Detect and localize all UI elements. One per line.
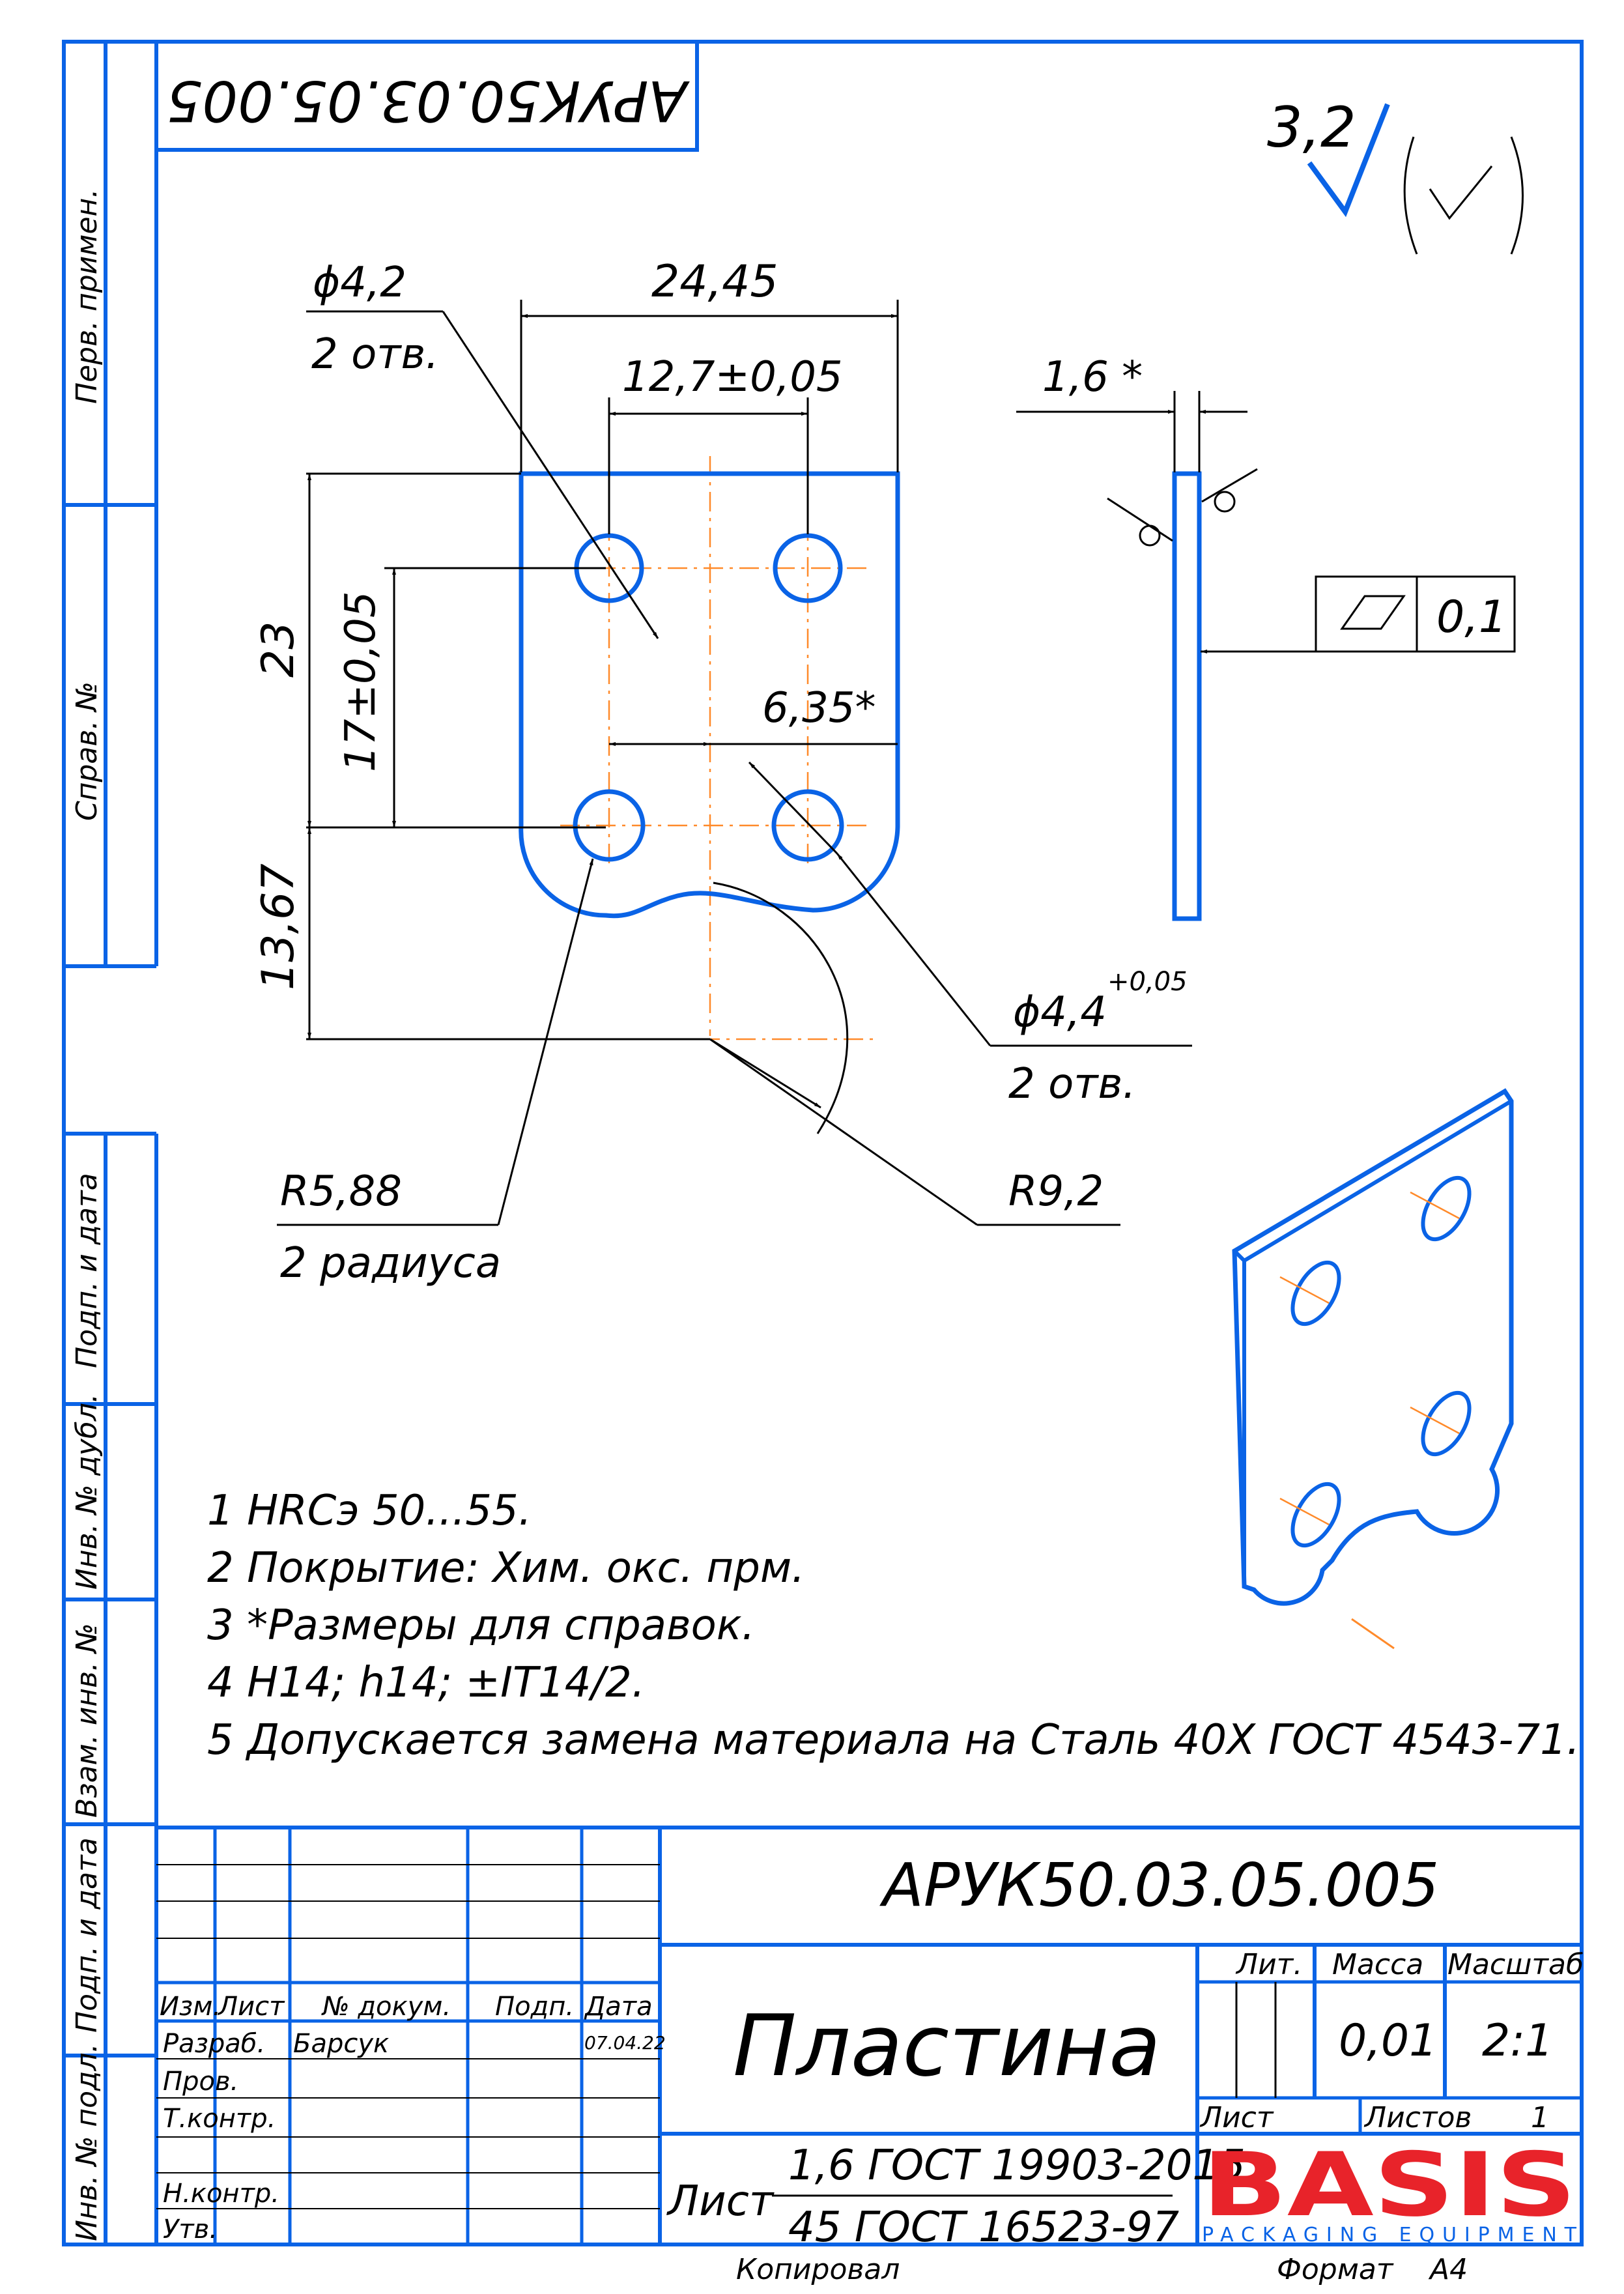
hdr-date: Дата [584, 1992, 653, 2022]
material-bottom: 45 ГОСТ 16523-97 [788, 2203, 1179, 2252]
side-label-vzam-inv: Взам. инв. № [70, 1623, 104, 1818]
footer-format: A4 [1428, 2253, 1468, 2286]
roughness-value: 3,2 [1267, 95, 1356, 160]
side-label-inv-dubl: Инв. № дубл. [70, 1394, 104, 1590]
hdr-izm: Изм. [160, 1992, 221, 2022]
logo-name: BASIS [1202, 2134, 1576, 2236]
dim-hole-bottom-tol: +0,05 [1107, 967, 1188, 997]
dim-hole-bottom: ϕ4,4 [1013, 988, 1107, 1037]
note-5: 5 Допускается замена материала на Сталь … [207, 1716, 1580, 1764]
top-designation: АРУК50.03.05.005 [167, 68, 691, 133]
side-label-podp-data-1: Подп. и дата [70, 1173, 104, 1368]
material-prefix: Лист [666, 2177, 775, 2226]
roughness-symbol: 3,2 [1267, 95, 1524, 255]
basis-logo: BASIS PACKAGING EQUIPMENT [1202, 2134, 1577, 2246]
dim-radius-small: R5,88 [280, 1168, 402, 1216]
title-name: Пластина [733, 1996, 1161, 2095]
scale-value: 2:1 [1482, 2015, 1553, 2067]
title-block: Изм. Лист № докум. Подп. Дата Разраб. Ба… [156, 1826, 1584, 2252]
sheet-label: Лист [1199, 2101, 1274, 2134]
side-label-inv-podl: Инв. № подл. [70, 2043, 104, 2241]
dimensions: 24,45 12,7±0,05 ϕ4,2 2 отв. 23 17±0,05 6… [253, 256, 1192, 1287]
row-razrab: Разраб. [163, 2029, 265, 2059]
title-designation: АРУК50.03.05.005 [879, 1850, 1439, 1920]
dim-hole-top-count: 2 отв. [311, 330, 439, 379]
note-2: 2 Покрытие: Хим. окс. прм. [207, 1544, 805, 1592]
sheet-frame [62, 40, 1584, 2246]
lit-label: Лит. [1235, 1948, 1302, 1981]
dim-thickness: 1,6 * [1042, 353, 1143, 401]
row-utv: Утв. [163, 2215, 218, 2244]
flatness-value: 0,1 [1436, 592, 1507, 643]
side-labels: Перв. примен. Справ. № Подп. и дата Инв.… [70, 189, 104, 2241]
scale-label: Масштаб [1447, 1948, 1584, 1981]
side-label-podp-data-2: Подп. и дата [70, 1837, 104, 2033]
mass-label: Масса [1332, 1948, 1423, 1981]
part-isometric-view [1232, 1088, 1514, 1650]
dim-hole-top: ϕ4,2 [313, 259, 406, 307]
dim-half-pitch: 6,35* [762, 684, 876, 732]
dim-radius-big: R9,2 [1008, 1168, 1104, 1216]
material-top: 1,6 ГОСТ 19903-2015 [788, 2142, 1246, 2190]
dim-pitch-x: 12,7±0,05 [622, 353, 843, 401]
part-front-view [519, 456, 900, 1134]
row-tkontr: Т.контр. [163, 2104, 276, 2134]
dim-width: 24,45 [651, 256, 778, 308]
sheets-value: 1 [1531, 2101, 1549, 2134]
footer: Копировал Формат A4 [736, 2253, 1468, 2286]
dim-pitch-y: 17±0,05 [337, 591, 385, 772]
row-prov: Пров. [163, 2067, 238, 2097]
dim-radius-small-count: 2 радиуса [280, 1239, 501, 1287]
row-nkontr: Н.контр. [163, 2179, 279, 2209]
hdr-sign: Подп. [495, 1992, 574, 2022]
dim-height: 23 [253, 621, 304, 678]
sheets-label: Листов [1363, 2101, 1472, 2134]
note-1: 1 HRCэ 50...55. [207, 1487, 532, 1535]
dim-hole-bottom-count: 2 отв. [1008, 1060, 1136, 1108]
note-4: 4 H14; h14; ±IT14/2. [207, 1659, 645, 1707]
footer-format-label: Формат [1277, 2253, 1394, 2286]
technical-notes: 1 HRCэ 50...55. 2 Покрытие: Хим. окс. пр… [207, 1487, 1580, 1764]
hdr-list: Лист [217, 1992, 285, 2022]
part-side-view: 1,6 * 0,1 [1016, 353, 1516, 921]
side-label-perv-primen: Перв. примен. [70, 189, 104, 404]
side-label-sprav-no: Справ. № [70, 681, 104, 821]
developer-name: Барсук [293, 2029, 389, 2059]
note-3: 3 *Размеры для справок. [207, 1601, 755, 1650]
hdr-doc: № докум. [321, 1992, 451, 2022]
develop-date: 07.04.22 [584, 2032, 666, 2054]
dim-lower: 13,67 [253, 863, 304, 990]
top-designation-box: АРУК50.03.05.005 [154, 40, 699, 152]
mass-value: 0,01 [1339, 2015, 1437, 2067]
footer-copied: Копировал [736, 2253, 900, 2286]
